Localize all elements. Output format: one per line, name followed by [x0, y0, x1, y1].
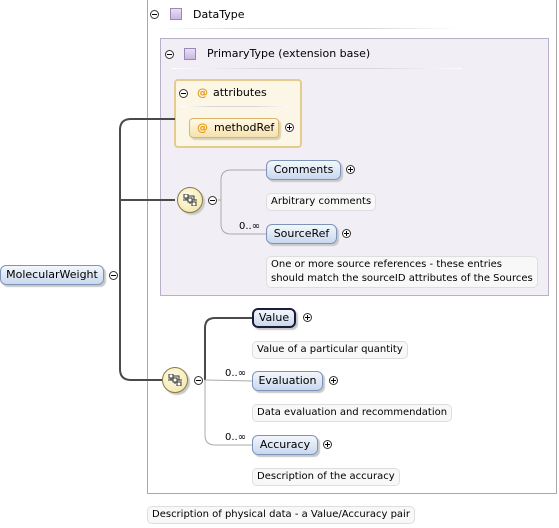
sourceref-doc-line-2: should match the sourceID attributes of … — [271, 273, 533, 284]
sourceref-cardinality: 0..∞ — [239, 221, 261, 232]
wire-to-data-sequence — [119, 276, 162, 381]
comments-expand-toggle[interactable] — [346, 165, 355, 174]
primary-sequence-collapse-toggle[interactable] — [208, 196, 217, 205]
evaluation-doc: Data evaluation and recommendation — [252, 404, 453, 422]
attribute-methodref[interactable]: @ methodRef — [189, 118, 279, 138]
primary-sequence-compositor[interactable] — [177, 187, 203, 213]
accuracy-expand-toggle[interactable] — [323, 440, 332, 449]
accuracy-cardinality: 0..∞ — [225, 432, 247, 443]
wire-to-accuracy — [204, 380, 252, 446]
element-value[interactable]: Value — [252, 308, 296, 328]
complex-type-icon — [170, 8, 182, 20]
complex-type-icon — [184, 48, 196, 60]
wire-to-evaluation — [204, 379, 253, 382]
comments-doc: Arbitrary comments — [266, 193, 377, 211]
datatype-label: DataType — [193, 8, 245, 21]
element-sourceref[interactable]: SourceRef — [266, 224, 337, 244]
wire-to-attributes — [119, 118, 175, 276]
primarytype-label: PrimaryType (extension base) — [207, 47, 371, 60]
root-collapse-toggle[interactable] — [109, 271, 118, 280]
data-sequence-collapse-toggle[interactable] — [194, 376, 203, 385]
element-comments[interactable]: Comments — [266, 160, 341, 180]
accuracy-doc: Description of the accuracy — [252, 468, 400, 486]
datatype-separator — [160, 28, 460, 29]
root-element-molecularweight[interactable]: MolecularWeight — [0, 265, 104, 285]
evaluation-cardinality: 0..∞ — [225, 368, 247, 379]
wire-to-comments — [218, 169, 266, 201]
wire-to-sourceref — [220, 200, 266, 235]
datatype-collapse-toggle[interactable] — [150, 10, 159, 19]
value-expand-toggle[interactable] — [303, 313, 312, 322]
data-sequence-compositor[interactable] — [162, 367, 188, 393]
element-evaluation[interactable]: Evaluation — [252, 371, 323, 391]
attribute-at-icon: @ — [197, 121, 208, 134]
datatype-doc: Description of physical data - a Value/A… — [147, 506, 415, 524]
attribute-methodref-label: methodRef — [214, 121, 275, 134]
sourceref-doc-line-1: One or more source references - these en… — [271, 259, 502, 270]
wire-to-value — [204, 317, 252, 380]
sequence-icon — [183, 194, 197, 206]
primarytype-collapse-toggle[interactable] — [165, 50, 174, 59]
attributes-label: attributes — [213, 86, 267, 99]
value-doc: Value of a particular quantity — [252, 341, 408, 359]
attribute-at-icon: @ — [197, 86, 208, 99]
methodref-expand-toggle[interactable] — [285, 123, 294, 132]
sequence-icon — [168, 374, 182, 386]
attributes-separator — [180, 106, 290, 107]
evaluation-expand-toggle[interactable] — [329, 376, 338, 385]
sourceref-expand-toggle[interactable] — [342, 229, 351, 238]
primarytype-separator — [172, 68, 462, 69]
attributes-collapse-toggle[interactable] — [179, 89, 188, 98]
element-accuracy[interactable]: Accuracy — [252, 435, 318, 455]
sourceref-doc: One or more source references - these en… — [266, 256, 538, 288]
